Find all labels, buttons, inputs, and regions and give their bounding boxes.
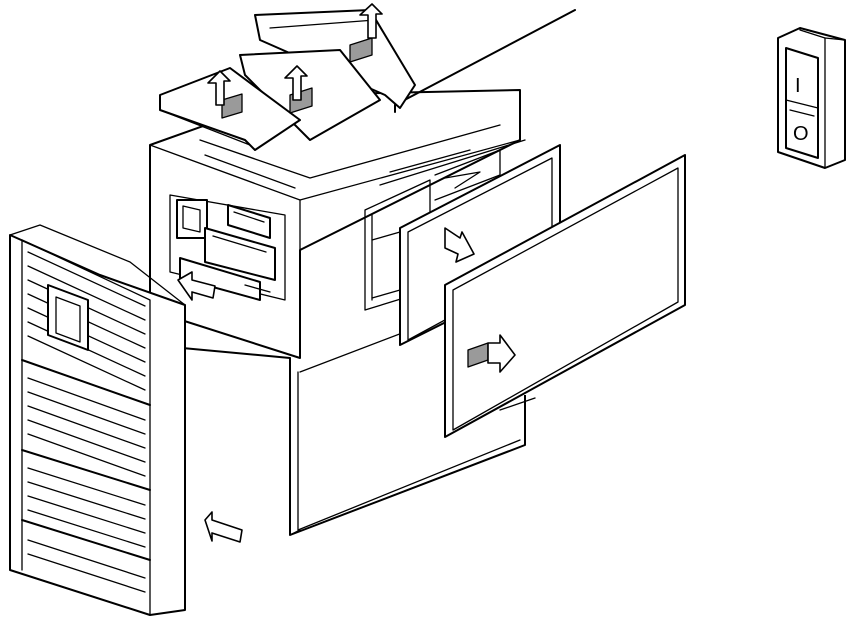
bezel-vent-slats-lower xyxy=(27,377,146,593)
drive-bay-cage xyxy=(169,194,286,301)
power-switch-rocker xyxy=(785,47,819,159)
side-door-panels xyxy=(399,144,686,438)
drive-slot-lower xyxy=(179,257,261,301)
drive-slot-left xyxy=(176,199,208,239)
slide-arrow-outer-icon xyxy=(487,334,516,373)
power-on-glyph: I xyxy=(795,75,801,97)
bezel-removal-arrow-icon xyxy=(204,511,243,543)
power-switch: I O xyxy=(777,27,846,169)
drive-removal-arrow-icon xyxy=(177,271,216,301)
slide-arrow-inner-icon xyxy=(444,227,475,263)
lift-arrow-rear-icon xyxy=(359,3,383,39)
drive-slot-middle xyxy=(204,227,276,281)
front-bezel xyxy=(9,224,243,616)
power-off-glyph: O xyxy=(793,123,809,145)
lift-arrow-front-icon xyxy=(207,70,231,106)
top-cover-panels xyxy=(159,3,416,151)
lift-arrow-middle-icon xyxy=(284,65,308,101)
